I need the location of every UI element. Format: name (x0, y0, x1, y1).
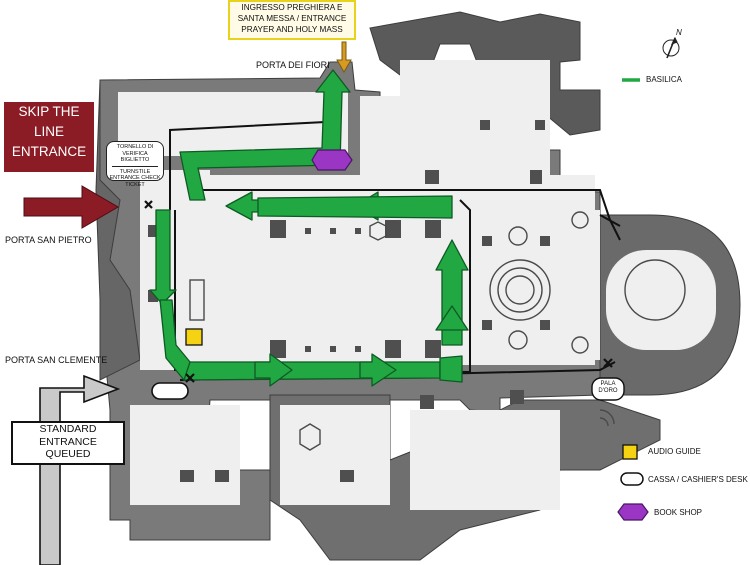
turnstile-divider (112, 165, 158, 167)
turnstile-marks (144, 200, 613, 383)
route-arrow-right-2 (359, 353, 397, 387)
pala-doro-line2: D'ORO (598, 388, 618, 394)
mass-entrance-line1: INGRESSO PREGHIERA E (241, 3, 343, 12)
legend-bookshop-label: BOOK SHOP (654, 508, 703, 517)
skip-the-line-label: SKIP THE LINE ENTRANCE (4, 102, 94, 172)
standard-entrance-label: STANDARD ENTRANCE QUEUED (11, 421, 125, 465)
book-shop-marker (311, 149, 353, 171)
pala-doro-label: PALA D'ORO (596, 381, 620, 395)
skip-line2: LINE (33, 124, 64, 139)
legend-audio-swatch (622, 444, 638, 460)
mass-entrance-line3: PRAYER AND HOLY MASS (241, 25, 343, 34)
pala-doro-marker (591, 377, 625, 401)
audio-guide-marker (185, 328, 203, 346)
skip-line1: SKIP THE (18, 104, 80, 119)
legend-bookshop-swatch (617, 503, 649, 521)
compass-label: N (676, 28, 682, 37)
route-corner-right (439, 355, 463, 383)
route-bottom-bar (183, 361, 441, 381)
interior-floor (118, 60, 716, 510)
route-arrow-up-1 (435, 305, 469, 331)
standard-line2: ENTRANCE (39, 435, 97, 448)
legend-cassa-label: CASSA / CASHIER'S DESK (648, 475, 748, 484)
legend-audio-label: AUDIO GUIDE (648, 447, 701, 456)
mass-entrance-label: INGRESSO PREGHIERA E SANTA MESSA / ENTRA… (228, 0, 356, 40)
route-north-segment (179, 69, 351, 201)
legend-cassa-swatch (620, 472, 644, 486)
route-top-bar (257, 195, 453, 219)
mass-entrance-arrow (336, 41, 352, 73)
piers (148, 120, 550, 482)
turnstile-callout: TORNELLO DI VERIFICA BIGLIETTO TURNSTILE… (106, 141, 164, 188)
standard-line3: QUEUED (45, 448, 91, 460)
route-left-lower (159, 299, 191, 381)
skip-line-arrow (23, 185, 119, 229)
porta-dei-fiori-label: PORTA DEI FIORI (256, 60, 330, 70)
turnstile-label-it: TORNELLO DI VERIFICA BIGLIETTO (116, 144, 154, 163)
basilica-route (149, 69, 469, 387)
pala-doro-line1: PALA (600, 381, 616, 387)
legend-basilica-label: BASILICA (646, 75, 683, 84)
porta-san-clemente-label: PORTA SAN CLEMENTE (5, 355, 108, 365)
domes (189, 211, 686, 451)
cashier-desk-marker (151, 382, 189, 400)
standard-line1: STANDARD (39, 423, 97, 435)
turnstile-label-en: TURNSTILE ENTRANCE CHECK TICKET (109, 168, 161, 188)
skip-line3: ENTRANCE (11, 144, 87, 159)
standard-entrance-arrow (39, 374, 121, 565)
route-arrow-right-1 (254, 353, 293, 387)
route-left-column (149, 209, 177, 305)
mass-entrance-line2: SANTA MESSA / ENTRANCE (237, 14, 347, 23)
porta-san-pietro-label: PORTA SAN PIETRO (5, 235, 92, 245)
compass-icon (662, 36, 680, 59)
